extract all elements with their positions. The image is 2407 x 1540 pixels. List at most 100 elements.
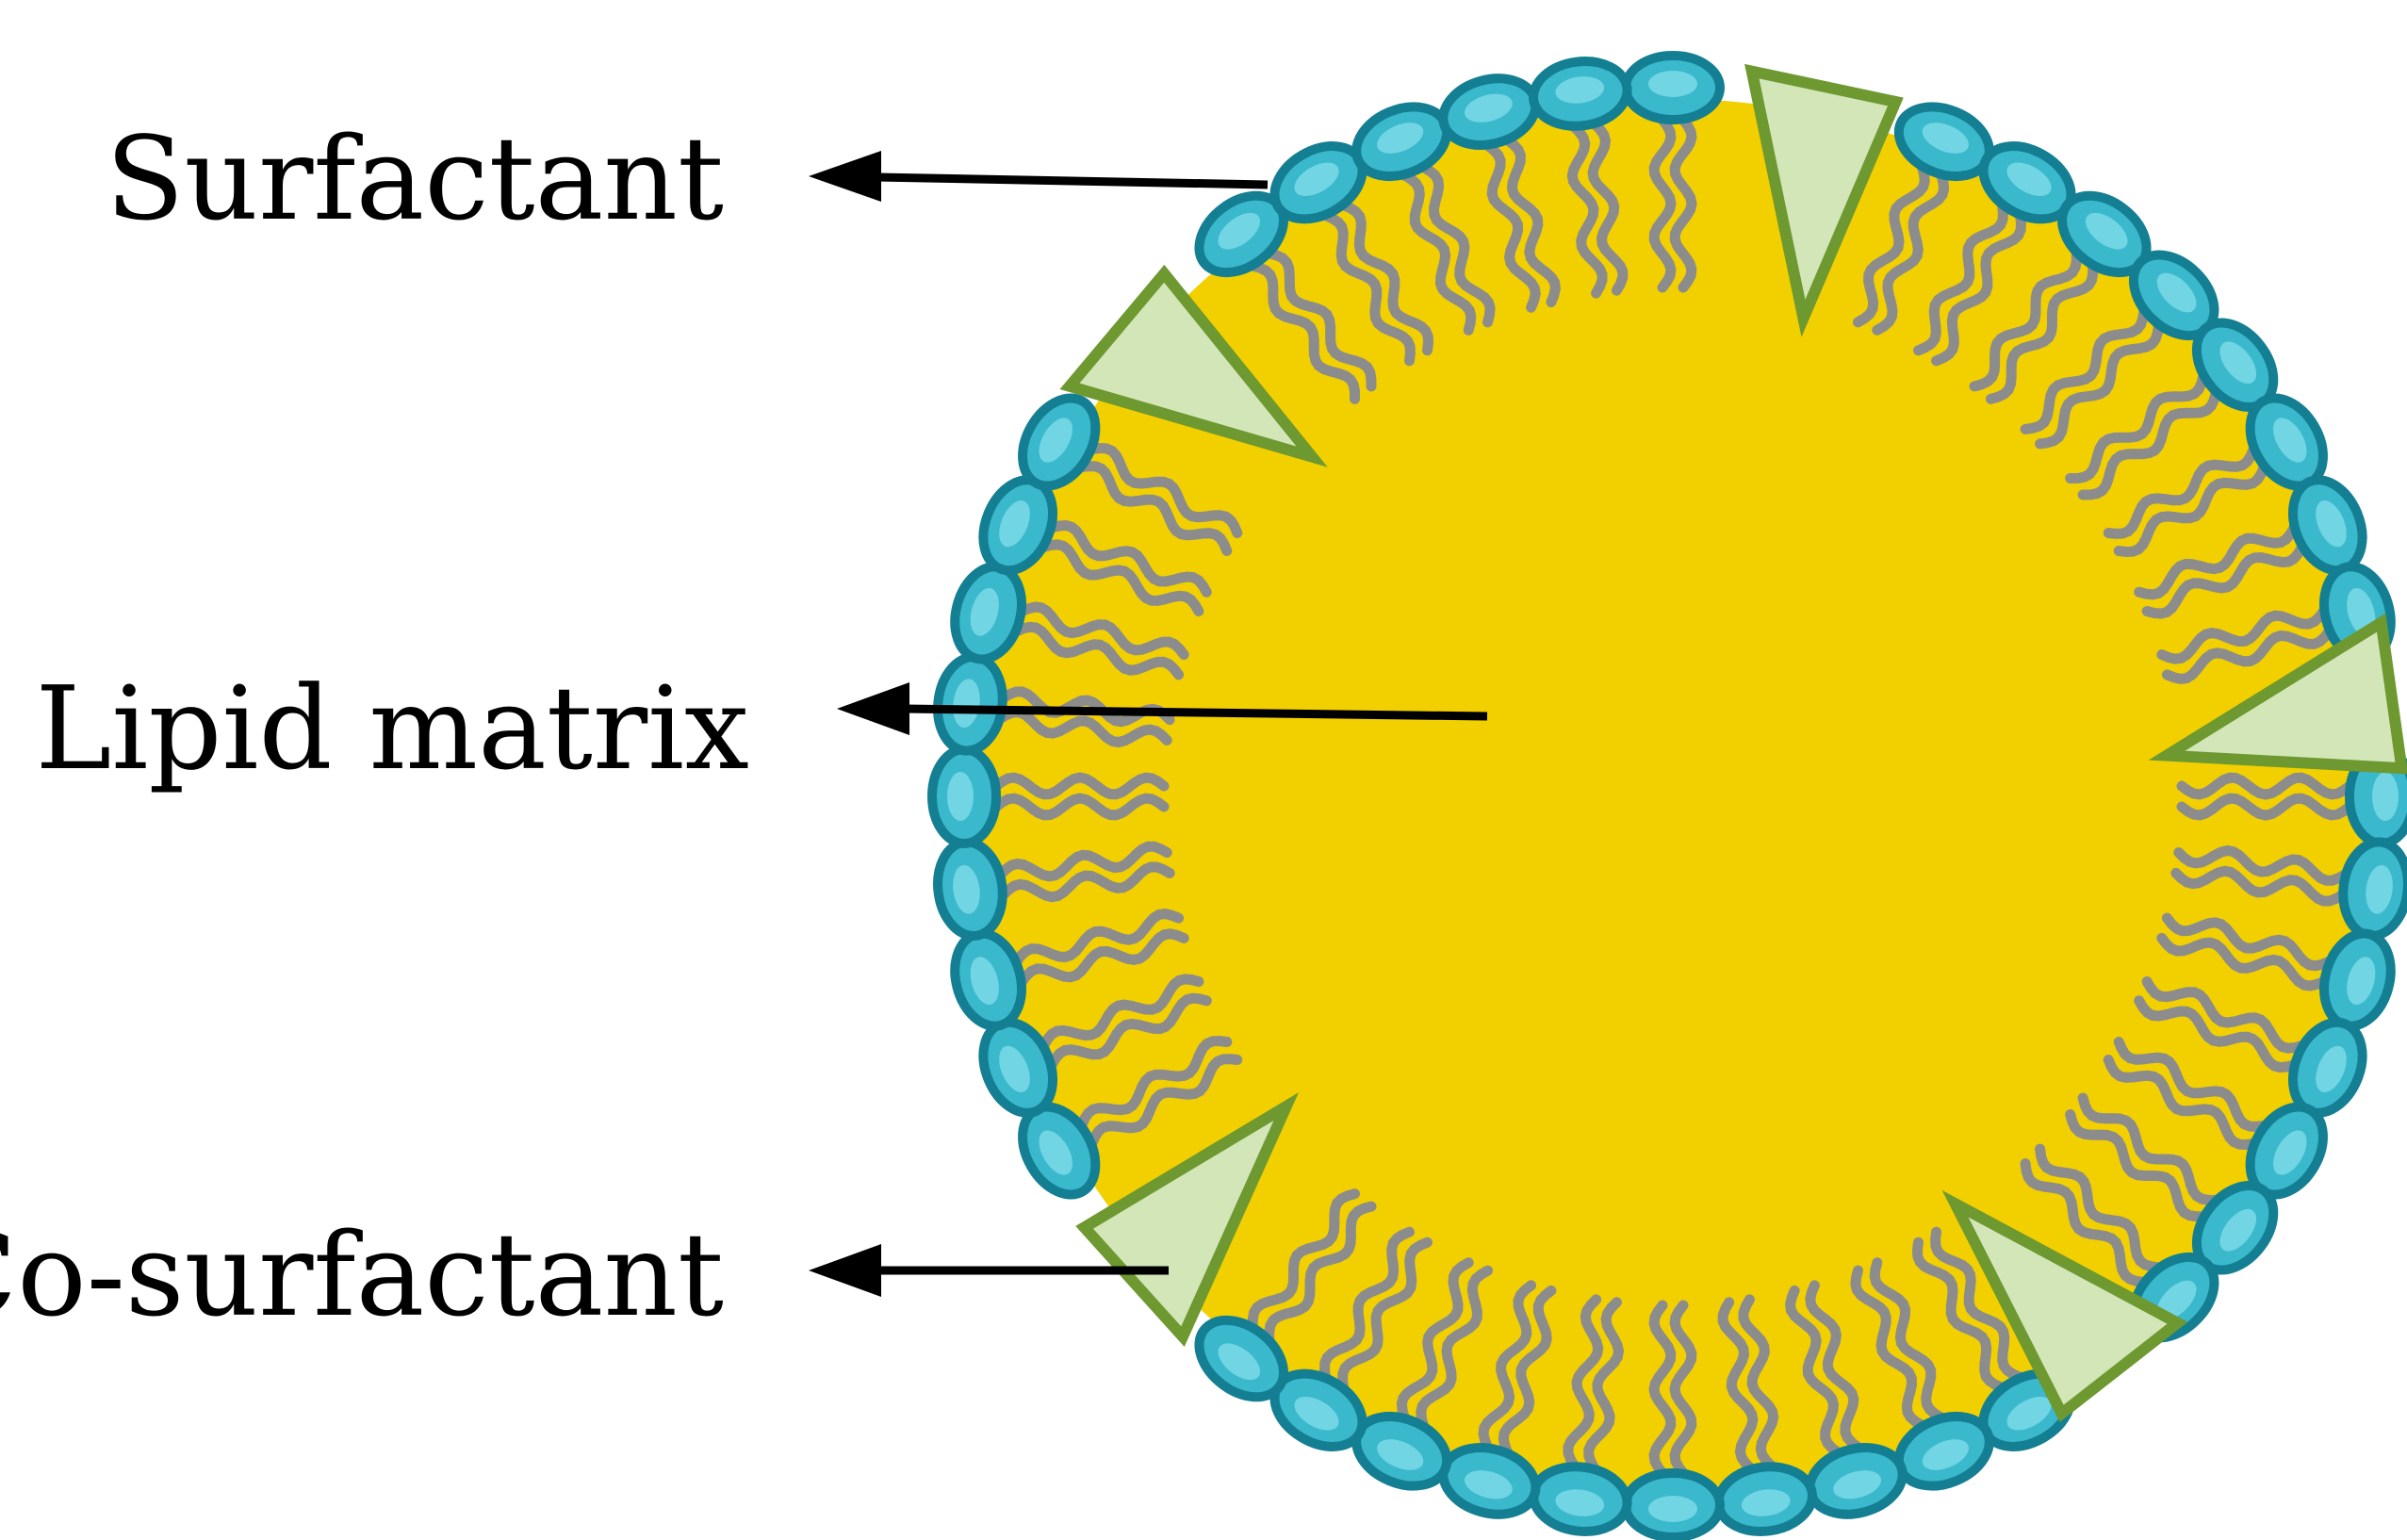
co-surfactant-triangle-icon (2148, 613, 2407, 775)
surfactant-tail (2077, 1092, 2221, 1205)
surfactant-tail (1046, 992, 1212, 1071)
surfactant-tail (2020, 1158, 2150, 1287)
surfactant-tail (2035, 1143, 2164, 1273)
surfactant-tail (1930, 1226, 2025, 1383)
surfactant-tail (1247, 260, 1360, 404)
lipid-matrix-core (975, 99, 2370, 1494)
surfactant-head-icon (1621, 51, 1725, 124)
surfactant-tail (1669, 1300, 1697, 1479)
surfactant-tail (1648, 114, 1677, 293)
arrow-left-icon (809, 1244, 881, 1297)
surfactant-tail (1482, 139, 1541, 313)
surfactant-tail (1872, 170, 1950, 336)
surfactant-tail (2113, 462, 2269, 558)
surfactant-head-icon (2128, 250, 2219, 341)
surfactant-head-icon (927, 745, 1001, 848)
surfactant-tails (991, 114, 2355, 1479)
surfactant-tail (1011, 621, 1185, 680)
surfactant-tail (2161, 626, 2334, 684)
surfactant-tail (1338, 200, 1434, 356)
surfactant-tail (1264, 248, 1377, 392)
surfactant-tail (2065, 1109, 2209, 1222)
surfactant-tail (998, 861, 1175, 903)
lipid-matrix-arrow (837, 682, 1488, 735)
surfactant-tail (2170, 865, 2348, 907)
surfactant-tail (2020, 305, 2150, 434)
surfactant-tail (1337, 1237, 1433, 1393)
surfactant-tail (1738, 1294, 1779, 1471)
surfactant-tail (1264, 1201, 1377, 1345)
surfactant-tail (2176, 793, 2355, 821)
surfactant-head-icon (1018, 1102, 1101, 1200)
surfactant-tail (1969, 248, 2082, 392)
surfactant-tail (1396, 1257, 1474, 1423)
surfactant-tail (1869, 1257, 1947, 1423)
surfactant-head-icon (1893, 102, 1994, 181)
surfactant-tail (1986, 260, 2099, 404)
surfactant-tail (1850, 1265, 1928, 1432)
surfactant-tail (1038, 539, 1204, 616)
arrow-left-icon (837, 682, 909, 735)
surfactant-tail (2103, 444, 2259, 539)
surfactant-tail (2103, 1055, 2259, 1151)
surfactant-head-icon (1194, 190, 1288, 278)
surfactant-tail (2141, 541, 2308, 619)
surfactant-tail (991, 793, 1170, 821)
surfactant-head-icon (978, 475, 1057, 576)
co-surfactant-molecules (1059, 63, 2407, 1423)
surfactant-tail (2077, 387, 2221, 500)
surfactant-tail (1320, 210, 1416, 367)
surfactant-tail (1087, 1054, 1243, 1149)
surfactant-tail (1016, 928, 1189, 987)
surfactant-tail (1583, 1297, 1625, 1474)
surfactant-tail (1416, 1265, 1493, 1432)
surfactant-tail (1318, 1226, 1415, 1383)
surfactant-tail (1566, 122, 1608, 299)
co-surfactant-triangle-icon (1075, 1092, 1300, 1348)
surfactant-tail (1076, 461, 1233, 556)
surfactant-tail (2113, 1037, 2269, 1132)
surfactant-tail (1498, 1285, 1557, 1458)
surfactant-tail (2173, 844, 2350, 886)
surfactant-head-icon (1893, 1412, 1994, 1491)
surfactant-tail (1247, 1188, 1360, 1333)
surfactant-arrow (809, 151, 1269, 202)
surfactant-tail (1669, 114, 1697, 293)
surfactant-head-icon (2191, 1181, 2279, 1275)
surfactant-tail (1399, 170, 1477, 336)
surfactant-tail (1911, 1237, 2007, 1393)
surfactant-tail (1417, 161, 1496, 328)
surfactant-tail (1502, 135, 1561, 308)
co-surfactant-label: Co-surfactant (0, 1208, 724, 1342)
co-surfactant-triangle-icon (1059, 264, 1328, 467)
surfactant-tail (2141, 976, 2308, 1054)
surfactant-tail (1087, 442, 1243, 538)
surfactant-tail (1478, 1280, 1537, 1453)
co-surfactant-arrow (809, 1244, 1169, 1297)
surfactant-tail (1853, 161, 1930, 328)
arrow-left-icon (809, 151, 881, 202)
surfactant-tail (2156, 932, 2330, 991)
surfactant-tail (2035, 319, 2164, 450)
co-surfactant-triangle-icon (1941, 1189, 2188, 1423)
surfactant-tail (1717, 1297, 1759, 1474)
surfactant-tail (2161, 912, 2334, 972)
pointer-arrows (809, 151, 1488, 1297)
surfactant-tail (1587, 119, 1629, 296)
lipid-matrix-label: Lipid matrix (35, 662, 749, 795)
surfactant-tail (1913, 200, 2008, 356)
particle (927, 51, 2407, 1540)
surfactant-head-icon (1529, 57, 1632, 131)
surfactant-head-icon (1621, 1468, 1725, 1540)
surfactant-tail (1076, 1035, 1233, 1131)
surfactant-tail (995, 841, 1172, 882)
surfactant-tail (1931, 210, 2027, 367)
surfactant-tail (1785, 1285, 1843, 1458)
surfactant-head-icon (1978, 141, 2076, 224)
surfactant-tail (2176, 772, 2355, 800)
surfactant-tail (2156, 606, 2330, 664)
surfactant-tail (1648, 1300, 1677, 1479)
surfactant-tail (2134, 522, 2300, 600)
surfactant-head-icon (2245, 393, 2328, 491)
